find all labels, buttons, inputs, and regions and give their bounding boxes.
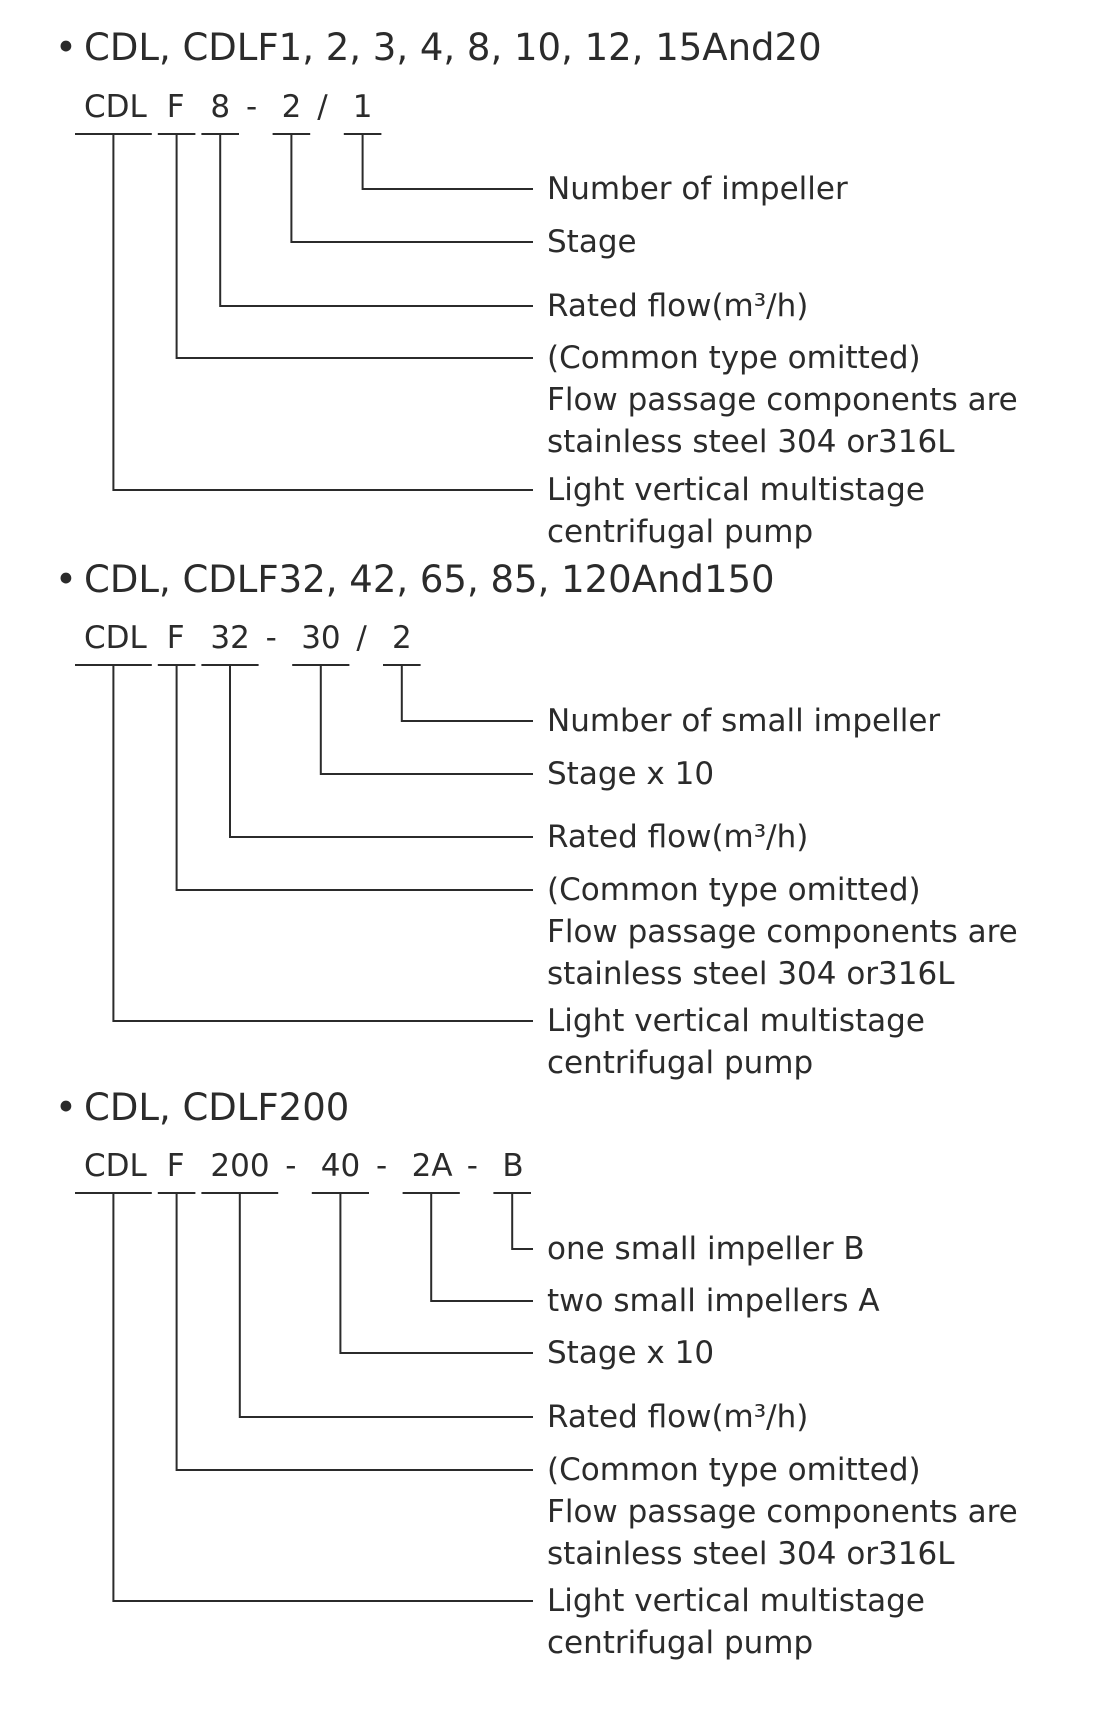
code-part: 32 (210, 620, 249, 656)
label-group: Rated flow(m³/h) (229, 665, 808, 855)
code-part: F (167, 620, 185, 656)
connector-line (400, 665, 533, 722)
label-text: (Common type omitted) (547, 340, 921, 376)
label-text: Light vertical multistage (547, 1583, 925, 1619)
code-part: 200 (210, 1148, 269, 1184)
code-separator: / (356, 620, 367, 656)
label-group: (Common type omitted) Flow passage compon… (175, 1193, 1018, 1572)
code-separator: - (246, 89, 257, 125)
code-separator: - (285, 1148, 296, 1184)
label-text: two small impellers A (547, 1283, 880, 1319)
connector-line (175, 1193, 533, 1471)
label-text: Number of small impeller (547, 703, 940, 739)
label-text: Rated flow(m³/h) (547, 819, 808, 855)
label-text: centrifugal pump (547, 1045, 813, 1081)
code-separator: / (317, 89, 328, 125)
connector-line (112, 134, 533, 491)
connector-line (112, 665, 533, 1022)
connector-line (511, 1193, 533, 1250)
code-part: CDL (84, 620, 148, 656)
label-text: stainless steel 304 or316L (547, 1536, 955, 1572)
label-group: Number of impeller (361, 134, 848, 207)
label-text: Rated flow(m³/h) (547, 288, 808, 324)
label-group: Light vertical multistage centrifugal pum… (112, 134, 925, 550)
label-text: Flow passage components are (547, 1494, 1018, 1530)
label-text: Stage (547, 224, 637, 260)
connector-line (219, 134, 533, 307)
connector-line (175, 665, 533, 891)
label-text: (Common type omitted) (547, 872, 921, 908)
label-text: Light vertical multistage (547, 1003, 925, 1039)
section-heading: CDL, CDLF1, 2, 3, 4, 8, 10, 12, 15And20 (84, 26, 822, 69)
code-part: 8 (210, 89, 230, 125)
code-part: F (167, 89, 185, 125)
label-text: Stage x 10 (547, 1335, 714, 1371)
label-text: stainless steel 304 or316L (547, 956, 955, 992)
code-separator: - (376, 1148, 387, 1184)
bullet-icon: • (55, 558, 77, 601)
label-group: Stage x 10 (339, 1193, 714, 1371)
label-group: Rated flow(m³/h) (219, 134, 808, 324)
label-group: Number of small impeller (400, 665, 940, 739)
connector-line (112, 1193, 533, 1602)
label-group: Stage (290, 134, 637, 260)
label-group: Light vertical multistage centrifugal pum… (112, 1193, 925, 1661)
label-group: Stage x 10 (319, 665, 714, 792)
label-text: Number of impeller (547, 171, 848, 207)
label-text: centrifugal pump (547, 1625, 813, 1661)
label-group: two small impellers A (430, 1193, 880, 1319)
bullet-icon: • (55, 1086, 77, 1129)
code-separator: - (467, 1148, 478, 1184)
label-text: Flow passage components are (547, 914, 1018, 950)
connector-line (339, 1193, 533, 1354)
label-text: centrifugal pump (547, 514, 813, 550)
connector-line (430, 1193, 533, 1302)
code-part: 2 (282, 89, 302, 125)
label-group: (Common type omitted) Flow passage compon… (175, 665, 1018, 992)
code-part: CDL (84, 1148, 148, 1184)
label-group: one small impeller B (511, 1193, 865, 1267)
label-text: stainless steel 304 or316L (547, 424, 955, 460)
label-group: (Common type omitted) Flow passage compon… (175, 134, 1018, 460)
label-text: one small impeller B (547, 1231, 865, 1267)
connector-line (238, 1193, 533, 1418)
label-text: Stage x 10 (547, 756, 714, 792)
section-heading: CDL, CDLF200 (84, 1086, 349, 1129)
connector-line (290, 134, 533, 243)
code-part: F (167, 1148, 185, 1184)
code-part: 1 (353, 89, 373, 125)
label-text: Flow passage components are (547, 382, 1018, 418)
bullet-icon: • (55, 26, 77, 69)
connector-line (319, 665, 533, 775)
code-part: CDL (84, 89, 148, 125)
label-group: Light vertical multistage centrifugal pum… (112, 665, 925, 1081)
section-heading: CDL, CDLF32, 42, 65, 85, 120And150 (84, 558, 775, 601)
code-part: 2A (412, 1148, 453, 1184)
connector-line (175, 134, 533, 359)
code-part: 2 (392, 620, 412, 656)
connector-line (361, 134, 533, 190)
code-separator: - (266, 620, 277, 656)
label-text: Light vertical multistage (547, 472, 925, 508)
code-part: B (502, 1148, 523, 1184)
label-group: Rated flow(m³/h) (238, 1193, 808, 1435)
label-text: (Common type omitted) (547, 1452, 921, 1488)
code-section-1: •CDL, CDLF1, 2, 3, 4, 8, 10, 12, 15And20… (55, 26, 1018, 550)
label-text: Rated flow(m³/h) (547, 1399, 808, 1435)
connector-line (229, 665, 533, 838)
code-part: 40 (321, 1148, 360, 1184)
code-part: 30 (301, 620, 340, 656)
